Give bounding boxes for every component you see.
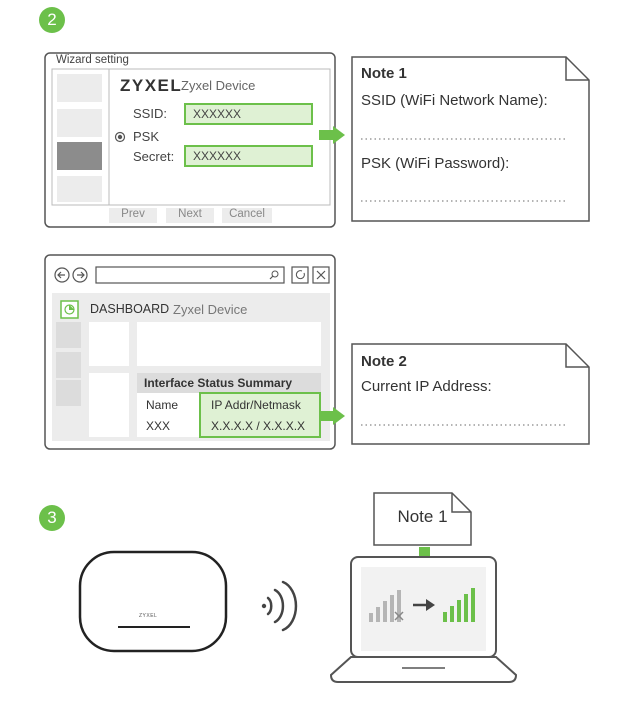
secret-input[interactable]: XXXXXX <box>193 149 242 163</box>
cancel-button-bg <box>222 208 272 223</box>
wizard-device-name: Zyxel Device <box>181 78 256 93</box>
wizard-sidebar-item <box>57 74 102 102</box>
interface-summary-title: Interface Status Summary <box>144 376 293 390</box>
wizard-brand-logo: ZYXEL <box>120 76 183 95</box>
laptop-note-box <box>373 492 472 546</box>
step-2-badge: 2 <box>39 7 65 33</box>
weak-signal-icon <box>369 590 401 622</box>
wizard-title: Wizard setting <box>56 54 129 66</box>
next-button[interactable]: Next <box>178 208 202 220</box>
ssid-label: SSID: <box>133 106 167 121</box>
note2-ip-label: Current IP Address: <box>361 378 492 395</box>
laptop-base <box>329 656 518 683</box>
wizard-sidebar-item <box>57 176 102 202</box>
prev-button-bg <box>109 208 157 223</box>
step-3-badge: 3 <box>39 505 65 531</box>
wifi-waves-icon <box>266 580 298 632</box>
note1-title: Note 1 <box>361 65 407 82</box>
row-name-cell: XXX <box>146 419 171 433</box>
note1-psk-label: PSK (WiFi Password): <box>361 155 510 172</box>
secret-label: Secret: <box>133 149 175 164</box>
arrow-to-note2 <box>333 407 345 425</box>
col-name-header: Name <box>146 398 179 412</box>
refresh-button-box <box>291 266 309 284</box>
prev-button[interactable]: Prev <box>121 208 145 220</box>
ssid-input[interactable]: XXXXXX <box>193 107 242 121</box>
note2-box <box>351 343 590 445</box>
psk-label: PSK <box>133 129 160 144</box>
cancel-button[interactable]: Cancel <box>229 208 265 220</box>
dashboard-title: DASHBOARD <box>90 302 170 316</box>
ip-highlight <box>199 392 321 438</box>
router-brand-label: ZYXEL <box>139 613 158 619</box>
col-ip-header: IP Addr/Netmask <box>211 398 301 412</box>
wizard-sidebar-item-active <box>57 142 102 170</box>
note1-ssid-label: SSID (WiFi Network Name): <box>361 92 548 109</box>
next-button-bg <box>166 208 214 223</box>
address-bar <box>95 266 285 284</box>
improve-arrow-icon <box>413 599 435 611</box>
ssid-field <box>184 103 313 125</box>
wizard-sidebar-item <box>57 109 102 137</box>
note2-title: Note 2 <box>361 353 407 370</box>
row-ip-cell: X.X.X.X / X.X.X.X <box>211 419 306 433</box>
laptop-note-label: Note 1 <box>397 507 448 526</box>
dashboard-device-name: Zyxel Device <box>173 302 248 317</box>
strong-signal-icon <box>443 588 475 622</box>
arrow-to-note1 <box>333 126 345 144</box>
router-device <box>78 550 228 653</box>
secret-field <box>184 145 313 167</box>
